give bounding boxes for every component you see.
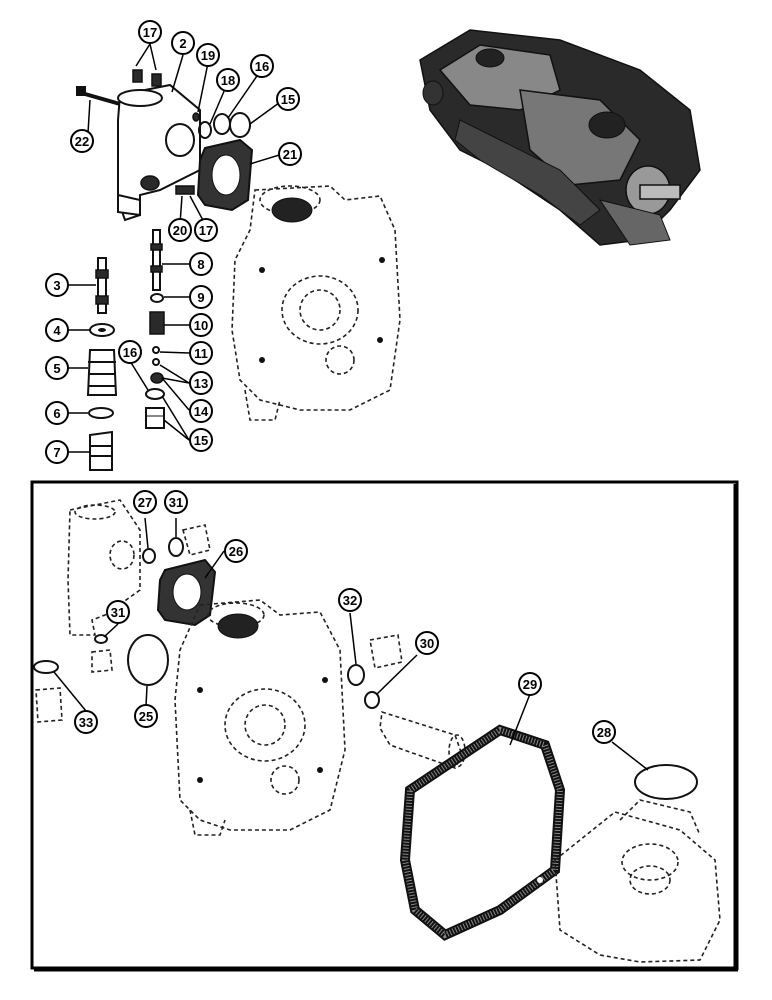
svg-text:3: 3 <box>53 278 60 293</box>
middle-parts-stack <box>145 229 165 429</box>
callout-16b: 16 <box>118 340 142 364</box>
callout-26: 26 <box>224 539 248 563</box>
callout-17a: 17 <box>138 20 162 44</box>
svg-text:31: 31 <box>169 495 183 510</box>
svg-text:13: 13 <box>194 376 208 391</box>
pump-housing-outline-bottom <box>174 599 346 836</box>
svg-text:27: 27 <box>138 495 152 510</box>
callout-15b: 15 <box>189 428 213 452</box>
callout-2: 2 <box>171 31 195 55</box>
seal-parts-upper <box>192 112 251 139</box>
callout-13: 13 <box>189 371 213 395</box>
callout-22: 22 <box>70 129 94 153</box>
large-gasket <box>399 724 566 941</box>
svg-text:2: 2 <box>179 36 186 51</box>
callout-6: 6 <box>45 401 69 425</box>
svg-text:17: 17 <box>199 223 213 238</box>
callout-25: 25 <box>134 704 158 728</box>
callout-3: 3 <box>45 273 69 297</box>
svg-text:29: 29 <box>523 677 537 692</box>
pump-housing-outline-top <box>231 185 401 421</box>
bolt <box>76 86 121 106</box>
svg-text:16: 16 <box>255 59 269 74</box>
callout-10: 10 <box>189 313 213 337</box>
svg-text:20: 20 <box>173 223 187 238</box>
svg-text:9: 9 <box>197 290 204 305</box>
callout-11: 11 <box>189 341 213 365</box>
callout-33: 33 <box>74 710 98 734</box>
svg-text:7: 7 <box>53 445 60 460</box>
callout-16a: 16 <box>250 54 274 78</box>
callout-31a: 31 <box>164 490 188 514</box>
seal-and-shaft-parts <box>347 634 466 769</box>
svg-text:14: 14 <box>194 404 209 419</box>
svg-text:33: 33 <box>79 715 93 730</box>
callout-18: 18 <box>216 68 240 92</box>
svg-text:26: 26 <box>229 544 243 559</box>
callout-leaders-top <box>67 43 290 453</box>
svg-text:30: 30 <box>420 636 434 651</box>
svg-text:15: 15 <box>194 433 208 448</box>
callout-20: 20 <box>168 218 192 242</box>
seal-parts-bottom <box>33 524 211 723</box>
small-springs <box>132 69 195 195</box>
o-ring-28 <box>634 764 698 800</box>
svg-text:31: 31 <box>111 605 125 620</box>
svg-text:11: 11 <box>194 346 208 361</box>
svg-text:16: 16 <box>123 345 137 360</box>
gasket-bottom <box>156 558 217 627</box>
gasket <box>196 138 254 212</box>
callout-29: 29 <box>518 672 542 696</box>
o-ring-large <box>127 634 169 686</box>
callout-28: 28 <box>592 720 616 744</box>
svg-text:15: 15 <box>281 92 295 107</box>
callout-27: 27 <box>133 490 157 514</box>
callout-4: 4 <box>45 318 69 342</box>
svg-text:22: 22 <box>75 134 89 149</box>
svg-text:10: 10 <box>194 318 208 333</box>
svg-text:32: 32 <box>343 593 357 608</box>
valve-body <box>117 83 201 222</box>
callout-21: 21 <box>278 142 302 166</box>
callout-31b: 31 <box>106 600 130 624</box>
svg-text:17: 17 <box>143 25 157 40</box>
callouts-top: 17 2 19 18 16 15 21 22 20 17 3 4 5 6 7 8… <box>45 20 302 464</box>
svg-text:28: 28 <box>597 725 611 740</box>
callout-7: 7 <box>45 440 69 464</box>
svg-text:19: 19 <box>201 48 215 63</box>
pump-assembly-illustration <box>419 29 701 246</box>
callout-17b: 17 <box>194 218 218 242</box>
callout-15a: 15 <box>276 87 300 111</box>
valve-body-outline-bottom <box>67 499 141 636</box>
callout-leaders-bottom <box>53 517 649 771</box>
svg-text:8: 8 <box>197 257 204 272</box>
svg-text:21: 21 <box>283 147 297 162</box>
callout-9: 9 <box>189 285 213 309</box>
left-parts-stack <box>86 257 118 471</box>
callout-30: 30 <box>415 631 439 655</box>
callout-32: 32 <box>338 588 362 612</box>
callout-19: 19 <box>196 43 220 67</box>
detail-frame <box>30 480 739 970</box>
svg-text:5: 5 <box>53 361 60 376</box>
callout-14: 14 <box>189 399 213 423</box>
callout-8: 8 <box>189 252 213 276</box>
callout-5: 5 <box>45 356 69 380</box>
svg-text:4: 4 <box>53 323 61 338</box>
rear-housing-outline <box>554 799 721 963</box>
svg-text:18: 18 <box>221 73 235 88</box>
svg-text:6: 6 <box>53 406 60 421</box>
svg-text:25: 25 <box>139 709 153 724</box>
callouts-bottom: 27 31 26 31 25 33 32 30 29 28 <box>74 490 616 744</box>
